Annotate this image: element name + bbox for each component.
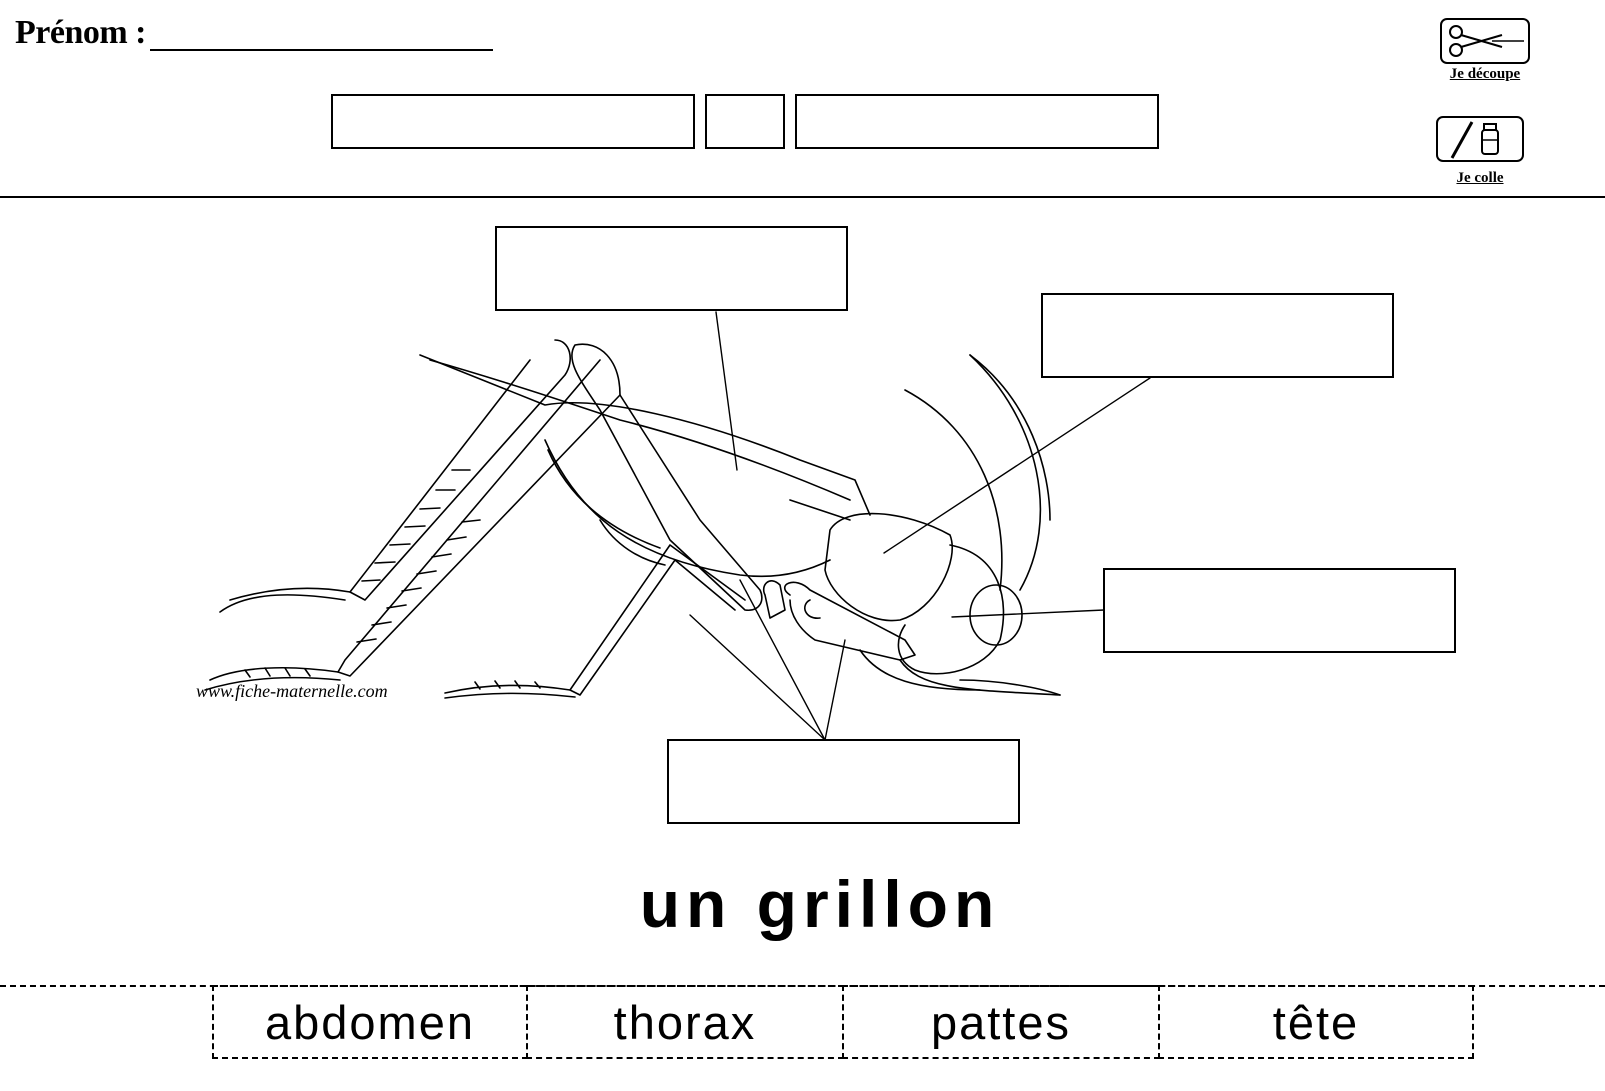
label-box-head[interactable] — [1103, 568, 1456, 653]
name-label: Prénom : — [15, 14, 147, 51]
glue-instruction-label: Je colle — [1456, 170, 1504, 186]
name-write-line[interactable] — [150, 49, 493, 51]
cutout-word-pattes[interactable]: pattes — [842, 985, 1160, 1059]
top-answer-box-middle[interactable] — [705, 94, 785, 149]
glue-icon — [1436, 116, 1524, 162]
cutout-word-thorax[interactable]: thorax — [526, 985, 844, 1059]
scissors-icon — [1440, 18, 1530, 64]
top-answer-box-left[interactable] — [331, 94, 695, 149]
cutout-word-tete[interactable]: tête — [1158, 985, 1474, 1059]
header-divider — [0, 196, 1605, 198]
cut-instruction-label: Je découpe — [1449, 66, 1521, 82]
website-watermark: www.fiche-maternelle.com — [196, 681, 388, 701]
label-box-thorax[interactable] — [1041, 293, 1394, 378]
cutout-word-abdomen[interactable]: abdomen — [212, 985, 528, 1059]
label-box-abdomen[interactable] — [495, 226, 848, 311]
label-box-legs[interactable] — [667, 739, 1020, 824]
page-title: un grillon — [639, 867, 1001, 941]
top-answer-box-right[interactable] — [795, 94, 1159, 149]
